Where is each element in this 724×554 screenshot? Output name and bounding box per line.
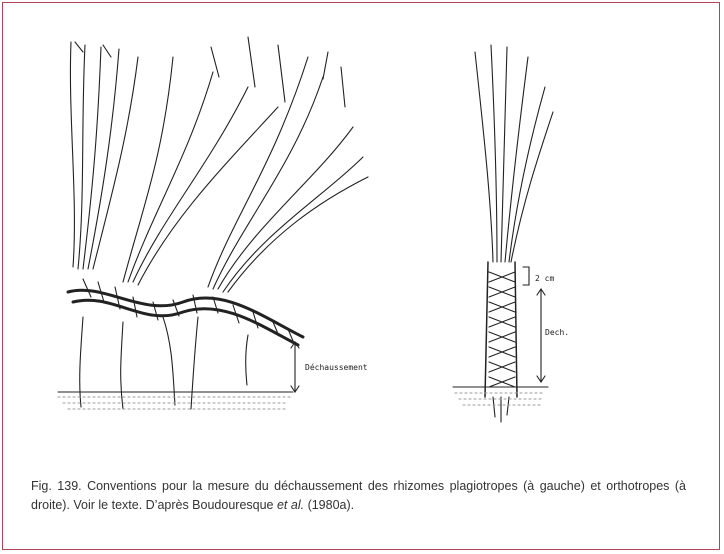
caption-text-1: Fig. 139. Conventions pour la mesure du … (31, 479, 686, 512)
orthotropic-rhizome-drawing (453, 45, 553, 422)
figure-caption: Fig. 139. Conventions pour la mesure du … (31, 477, 686, 515)
rhizome-illustration: Déchaussement (23, 17, 703, 437)
caption-text-2: (1980a). (304, 498, 354, 512)
dech-label: Dech. (545, 328, 569, 337)
dechaussement-label: Déchaussement (305, 362, 368, 372)
plagiotropic-rhizome-drawing (58, 37, 368, 409)
two-cm-label: 2 cm (535, 274, 554, 283)
caption-italic: et al. (277, 498, 304, 512)
